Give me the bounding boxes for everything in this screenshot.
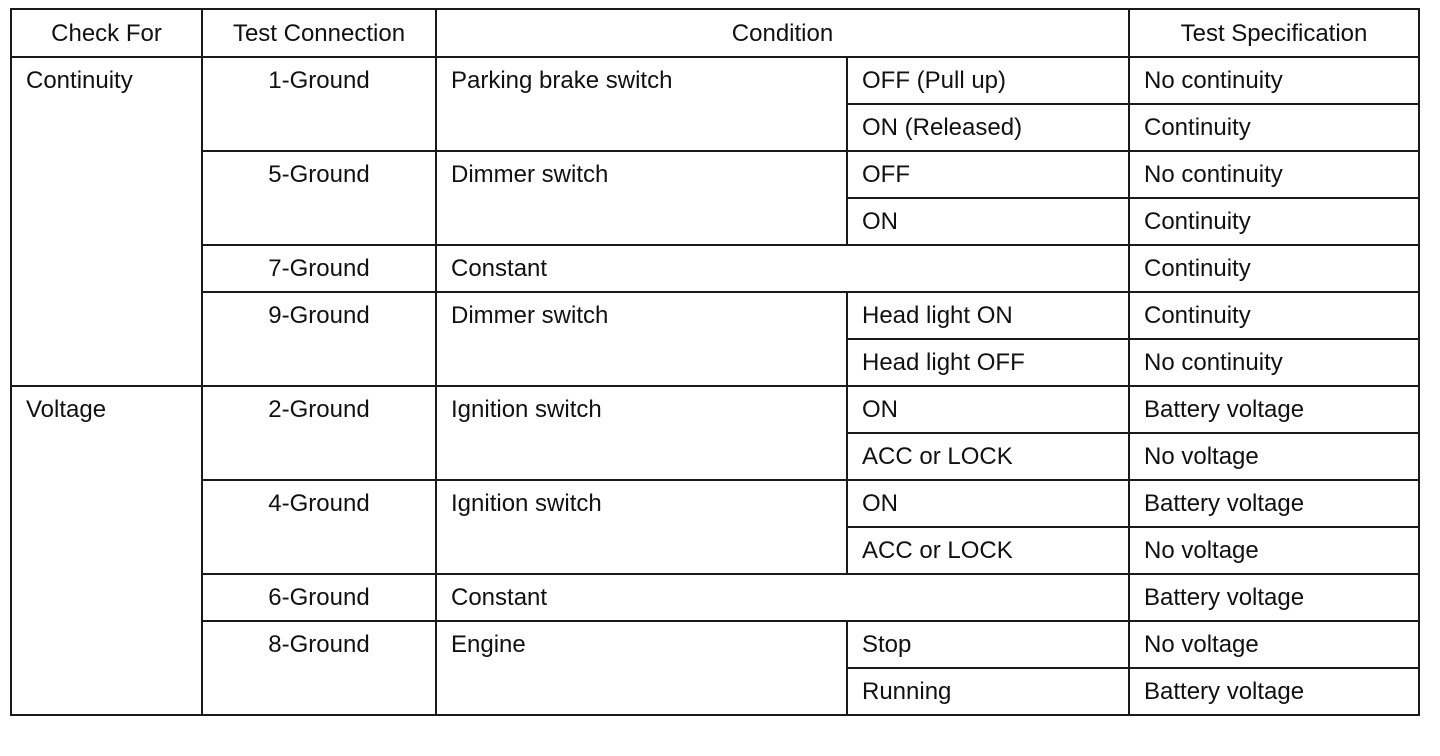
condition-cell: Dimmer switch xyxy=(435,291,848,387)
header-test-specification: Test Specification xyxy=(1128,8,1420,58)
test-specification-cell: No continuity xyxy=(1128,56,1420,105)
table-header: Check For Test Connection Condition Test… xyxy=(10,8,1420,58)
condition-state-cell: Stop xyxy=(846,620,1130,669)
test-connection-cell: 5-Ground xyxy=(201,150,437,246)
header-check-for: Check For xyxy=(10,8,203,58)
condition-state-cell: ON xyxy=(846,197,1130,246)
check-for-cell: Voltage xyxy=(10,385,203,716)
test-specification-cell: Continuity xyxy=(1128,244,1420,293)
test-specification-cell: No continuity xyxy=(1128,338,1420,387)
test-specification-cell: Battery voltage xyxy=(1128,573,1420,622)
condition-state-cell: Running xyxy=(846,667,1130,716)
condition-state-cell: OFF xyxy=(846,150,1130,199)
condition-cell: Parking brake switch xyxy=(435,56,848,152)
condition-cell: Dimmer switch xyxy=(435,150,848,246)
test-specification-cell: Battery voltage xyxy=(1128,385,1420,434)
test-specification-cell: No voltage xyxy=(1128,432,1420,481)
condition-state-cell: ON (Released) xyxy=(846,103,1130,152)
test-specification-cell: No continuity xyxy=(1128,150,1420,199)
condition-state-cell: OFF (Pull up) xyxy=(846,56,1130,105)
test-connection-cell: 8-Ground xyxy=(201,620,437,716)
header-condition: Condition xyxy=(435,8,1130,58)
test-specification-cell: Continuity xyxy=(1128,197,1420,246)
test-specification-cell: No voltage xyxy=(1128,620,1420,669)
test-specification-cell: Continuity xyxy=(1128,103,1420,152)
test-specification-cell: No voltage xyxy=(1128,526,1420,575)
test-connection-cell: 6-Ground xyxy=(201,573,437,622)
test-connection-cell: 9-Ground xyxy=(201,291,437,387)
test-specification-cell: Continuity xyxy=(1128,291,1420,340)
test-connection-cell: 4-Ground xyxy=(201,479,437,575)
check-for-cell: Continuity xyxy=(10,56,203,387)
test-connection-cell: 7-Ground xyxy=(201,244,437,293)
test-specification-cell: Battery voltage xyxy=(1128,479,1420,528)
condition-cell: Constant xyxy=(435,573,1130,622)
test-connection-cell: 2-Ground xyxy=(201,385,437,481)
header-row: Check For Test Connection Condition Test… xyxy=(10,8,1420,58)
table-row: ON (Released)Continuity xyxy=(11,103,1420,152)
header-test-connection: Test Connection xyxy=(201,8,437,58)
condition-cell: Ignition switch xyxy=(435,385,848,481)
test-specification-cell: Battery voltage xyxy=(1128,667,1420,716)
condition-cell: Constant xyxy=(435,244,1130,293)
condition-state-cell: Head light ON xyxy=(846,291,1130,340)
test-connection-cell: 1-Ground xyxy=(201,56,437,152)
condition-state-cell: ACC or LOCK xyxy=(846,526,1130,575)
condition-cell: Engine xyxy=(435,620,848,716)
condition-state-cell: Head light OFF xyxy=(846,338,1130,387)
condition-state-cell: ON xyxy=(846,385,1130,434)
condition-cell: Ignition switch xyxy=(435,479,848,575)
condition-state-cell: ON xyxy=(846,479,1130,528)
test-specification-table: Check For Test Connection Condition Test… xyxy=(10,8,1420,716)
condition-state-cell: ACC or LOCK xyxy=(846,432,1130,481)
